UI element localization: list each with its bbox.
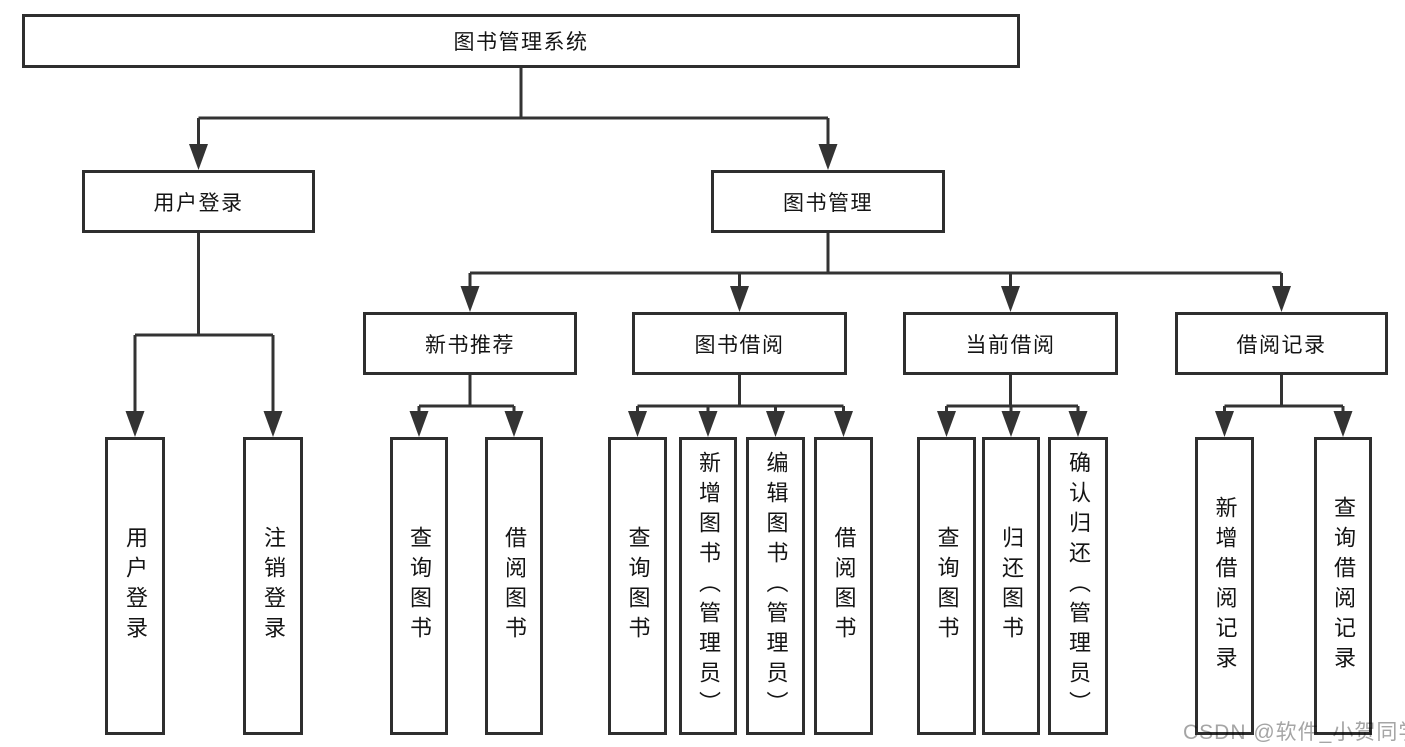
node-label: 图书借阅	[694, 333, 785, 357]
edge-borrow-records-to-children	[1215, 375, 1353, 437]
leaf-logout: 注销登录	[243, 437, 303, 735]
leaf-borrow-books-recommend: 借阅图书	[485, 437, 543, 735]
node-label: 图书管理	[783, 191, 873, 215]
leaf-query-borrow-record: 查询借阅记录	[1314, 437, 1372, 735]
edge-book-borrow-to-children	[628, 375, 853, 437]
node-current-borrow: 当前借阅	[903, 312, 1118, 375]
node-label: 用户登录	[153, 191, 244, 215]
node-label: 查询图书	[407, 526, 432, 646]
node-book-management: 图书管理	[711, 170, 945, 233]
leaf-query-books-borrow: 查询图书	[608, 437, 667, 735]
leaf-confirm-return-admin: 确认归还（管理员）	[1048, 437, 1108, 735]
leaf-add-borrow-record: 新增借阅记录	[1195, 437, 1254, 735]
csdn-watermark: CSDN @软件_小贺同学	[1183, 721, 1405, 744]
edge-current-borrow-to-children	[937, 375, 1088, 437]
node-label: 用户登录	[123, 526, 148, 646]
node-label: 查询借阅记录	[1331, 496, 1356, 676]
node-label: 编辑图书（管理员）	[763, 451, 789, 721]
node-label: 确认归还（管理员）	[1066, 451, 1091, 721]
edge-book-mgmt-to-level3	[460, 233, 1291, 312]
node-label: 借阅图书	[831, 526, 857, 646]
node-borrow-records: 借阅记录	[1175, 312, 1388, 375]
node-new-book-recommend: 新书推荐	[363, 312, 577, 375]
node-label: 借阅记录	[1236, 333, 1327, 357]
node-label: 新增图书（管理员）	[696, 451, 721, 721]
node-label: 新增借阅记录	[1212, 496, 1238, 676]
edge-user-login-to-children	[125, 233, 283, 437]
node-label: 查询图书	[625, 526, 651, 646]
node-label: 注销登录	[261, 526, 286, 646]
leaf-add-book-admin: 新增图书（管理员）	[679, 437, 737, 735]
node-label: 查询图书	[934, 526, 960, 646]
leaf-query-books-current: 查询图书	[917, 437, 976, 735]
node-label: 归还图书	[999, 526, 1024, 646]
leaf-edit-book-admin: 编辑图书（管理员）	[746, 437, 805, 735]
node-label: 当前借阅	[965, 333, 1056, 357]
leaf-query-books-recommend: 查询图书	[390, 437, 448, 735]
edge-new-book-recommend-to-children	[409, 375, 524, 437]
edge-root-to-level2	[189, 68, 838, 170]
leaf-return-book: 归还图书	[982, 437, 1040, 735]
node-label: 图书管理系统	[453, 31, 589, 54]
leaf-borrow-book: 借阅图书	[814, 437, 873, 735]
leaf-user-login: 用户登录	[105, 437, 165, 735]
node-label: 借阅图书	[502, 526, 527, 646]
node-root-library-system: 图书管理系统	[22, 14, 1020, 68]
node-book-borrow: 图书借阅	[632, 312, 847, 375]
node-user-login: 用户登录	[82, 170, 315, 233]
node-label: 新书推荐	[425, 333, 515, 357]
